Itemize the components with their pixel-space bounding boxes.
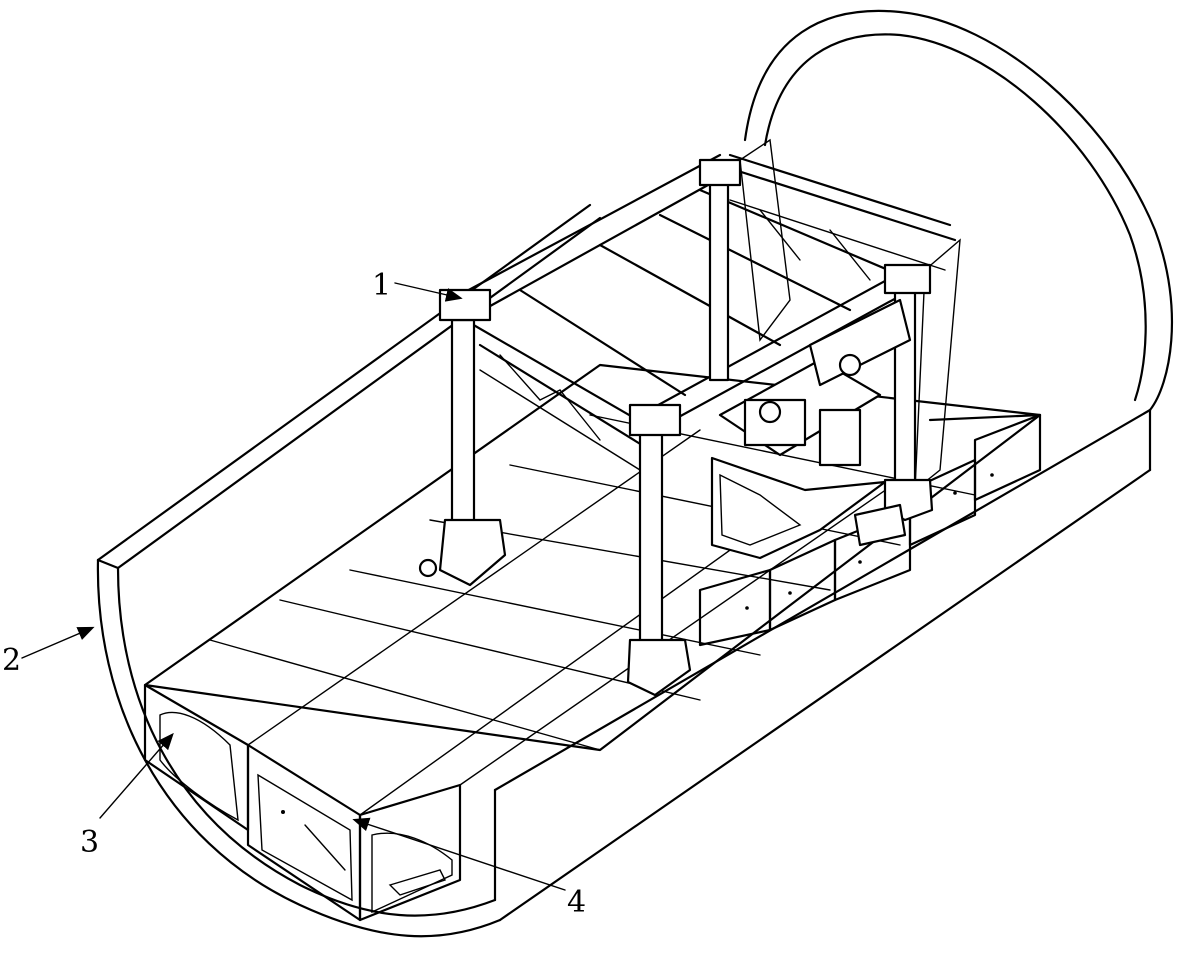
- callout-label-3: 3: [80, 825, 99, 860]
- precast-box-segments: [143, 683, 462, 922]
- callout-label-1: 1: [372, 268, 391, 303]
- callout-label-2: 2: [2, 643, 21, 678]
- lifting-trolley: [710, 298, 912, 560]
- tunnel-shell: [96, 9, 1174, 938]
- callout-label-4: 4: [567, 885, 586, 920]
- callout-leaders: [21, 282, 566, 891]
- gantry-frame: [418, 138, 961, 697]
